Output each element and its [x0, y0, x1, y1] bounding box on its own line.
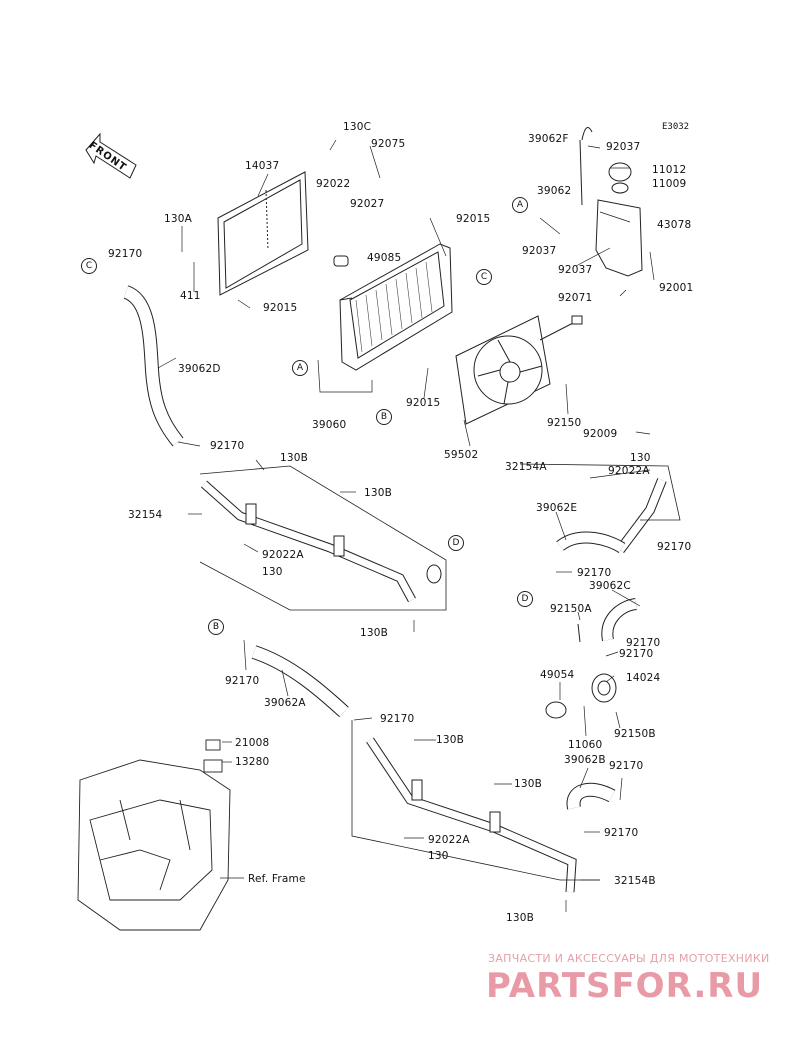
part-label: 39062C — [589, 580, 631, 592]
part-label: 39062B — [564, 754, 606, 766]
part-label: 92150A — [550, 603, 592, 615]
part-label: 92150B — [614, 728, 656, 740]
part-label: 92001 — [659, 282, 694, 294]
part-label: 130B — [506, 912, 535, 924]
part-label: 39062D — [178, 363, 221, 375]
part-label: 92170 — [657, 541, 692, 553]
ref-frame-label: Ref. Frame — [248, 873, 306, 885]
part-label: 130B — [514, 778, 543, 790]
ref-circle-b: B — [376, 409, 392, 425]
part-label: 11060 — [568, 739, 603, 751]
ref-circle-a: A — [512, 197, 528, 213]
part-label: 92170 — [380, 713, 415, 725]
ref-circle-a: A — [292, 360, 308, 376]
ref-circle-d: D — [448, 535, 464, 551]
pipe-32154b — [366, 737, 577, 893]
part-label: 92037 — [558, 264, 593, 276]
diagram-code: E3032 — [662, 122, 690, 132]
frame-outline — [77, 739, 231, 931]
part-label: 92075 — [371, 138, 406, 150]
part-label: 14024 — [626, 672, 661, 684]
part-label: 13280 — [235, 756, 270, 768]
part-label: 130A — [164, 213, 193, 225]
part-label: 92037 — [522, 245, 557, 257]
hose-39062d — [122, 285, 184, 447]
part-label: 92170 — [619, 648, 654, 660]
hose-39062a — [251, 645, 349, 718]
part-label: 130 — [428, 850, 449, 862]
part-label: 130B — [280, 452, 309, 464]
part-label: 11012 — [652, 164, 687, 176]
part-label: 92022A — [608, 465, 650, 477]
part-label: 92170 — [609, 760, 644, 772]
part-label: 92170 — [210, 440, 245, 452]
radiator — [333, 243, 453, 371]
part-label: 59502 — [444, 449, 479, 461]
part-label: 49085 — [367, 252, 402, 264]
part-label: 43078 — [657, 219, 692, 231]
part-label: 92015 — [456, 213, 491, 225]
ref-circle-d: D — [517, 591, 533, 607]
ref-circle-c: C — [81, 258, 97, 274]
part-label: 92009 — [583, 428, 618, 440]
part-label: 21008 — [235, 737, 270, 749]
part-label: 130 — [630, 452, 651, 464]
part-label: 92170 — [604, 827, 639, 839]
part-label: 92170 — [108, 248, 143, 260]
part-label: 92022 — [316, 178, 351, 190]
part-label: 130C — [343, 121, 372, 133]
part-label: 411 — [180, 290, 201, 302]
radiator-screen — [217, 171, 309, 296]
part-label: 14037 — [245, 160, 280, 172]
part-label: 49054 — [540, 669, 575, 681]
part-label: 32154B — [614, 875, 656, 887]
part-label: 92022A — [262, 549, 304, 561]
part-label: 130B — [360, 627, 389, 639]
part-label: 11009 — [652, 178, 687, 190]
part-label: 92027 — [350, 198, 385, 210]
thermostat-housing — [545, 623, 617, 719]
part-label: 92015 — [406, 397, 441, 409]
watermark-tagline: ЗАПЧАСТИ И АКСЕССУАРЫ ДЛЯ МОТОТЕХНИКИ — [488, 952, 770, 965]
part-label: 92170 — [225, 675, 260, 687]
part-label: 130 — [262, 566, 283, 578]
pipe-32154a — [556, 478, 667, 810]
part-label: 92150 — [547, 417, 582, 429]
part-label: 32154A — [505, 461, 547, 473]
part-label: 39060 — [312, 419, 347, 431]
part-label: 92170 — [577, 567, 612, 579]
front-arrow-icon — [85, 132, 137, 179]
part-label: 39062A — [264, 697, 306, 709]
part-label: 130B — [364, 487, 393, 499]
part-label: 39062E — [536, 502, 578, 514]
part-label: 32154 — [128, 509, 163, 521]
reservoir-tank — [579, 127, 643, 277]
cooling-fan — [455, 315, 583, 425]
watermark-brand: PARTSFOR.RU — [486, 966, 764, 1006]
part-label: 92037 — [606, 141, 641, 153]
part-label: 92022A — [428, 834, 470, 846]
part-label: 92015 — [263, 302, 298, 314]
part-label: 39062F — [528, 133, 569, 145]
part-label: 92170 — [626, 637, 661, 649]
pipe-32154 — [201, 480, 442, 603]
part-label: 39062 — [537, 185, 572, 197]
ref-circle-b: B — [208, 619, 224, 635]
ref-circle-c: C — [476, 269, 492, 285]
part-label: 130B — [436, 734, 465, 746]
part-label: 92071 — [558, 292, 593, 304]
